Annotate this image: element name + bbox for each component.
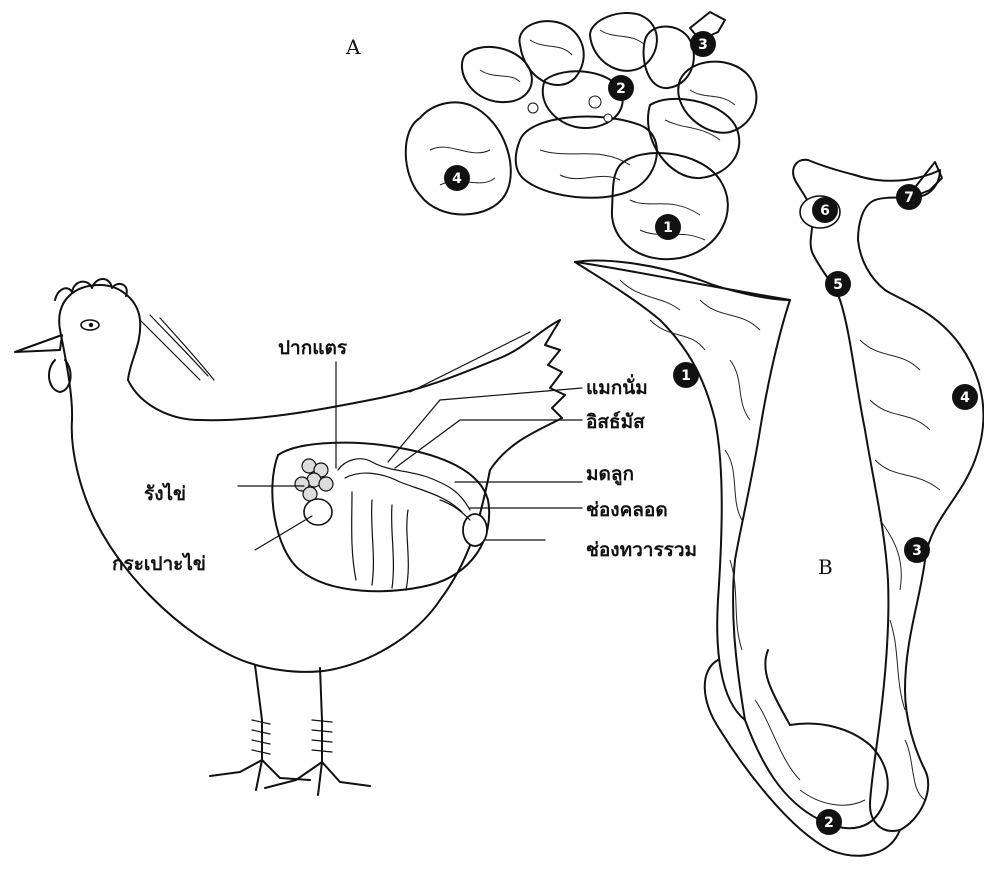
- label-ovary: รังไข่: [144, 482, 186, 505]
- svg-text:4: 4: [452, 171, 462, 187]
- svg-text:6: 6: [820, 203, 830, 219]
- svg-text:1: 1: [663, 220, 673, 236]
- ovary-marker-4: 4: [444, 165, 470, 191]
- label-vagina: ช่องคลอด: [586, 499, 668, 521]
- ovary-marker-1: 1: [655, 214, 681, 240]
- oviduct-marker-5: 5: [825, 271, 851, 297]
- panel-label-b: B: [818, 555, 833, 579]
- label-uterus: มดลูก: [586, 463, 634, 486]
- oviduct-marker-4: 4: [952, 384, 978, 410]
- label-cloaca: ช่องทวารรวม: [586, 539, 697, 561]
- label-isthmus: อิสธ์มัส: [586, 411, 645, 433]
- panel-label-a: A: [345, 35, 361, 59]
- label-infundibulum: ปากแตร: [278, 337, 348, 359]
- svg-text:7: 7: [904, 190, 914, 206]
- ovary-marker-3: 3: [690, 31, 716, 57]
- oviduct-marker-2: 2: [816, 809, 842, 835]
- oviduct-marker-7: 7: [896, 184, 922, 210]
- oviduct-marker-1: 1: [673, 362, 699, 388]
- svg-text:5: 5: [833, 277, 843, 293]
- svg-text:2: 2: [616, 81, 626, 97]
- oviduct-marker-3: 3: [904, 537, 930, 563]
- label-magnum: แมกนั่ม: [586, 374, 648, 399]
- svg-text:2: 2: [824, 815, 834, 831]
- svg-text:4: 4: [960, 390, 970, 406]
- oviduct-marker-6: 6: [812, 197, 838, 223]
- ovary-marker-2: 2: [608, 75, 634, 101]
- label-oviduct: กระเปาะไข่: [112, 552, 206, 575]
- svg-text:1: 1: [681, 368, 691, 384]
- svg-text:3: 3: [698, 37, 708, 53]
- ovary-follicles: [295, 459, 333, 525]
- svg-text:3: 3: [912, 543, 922, 559]
